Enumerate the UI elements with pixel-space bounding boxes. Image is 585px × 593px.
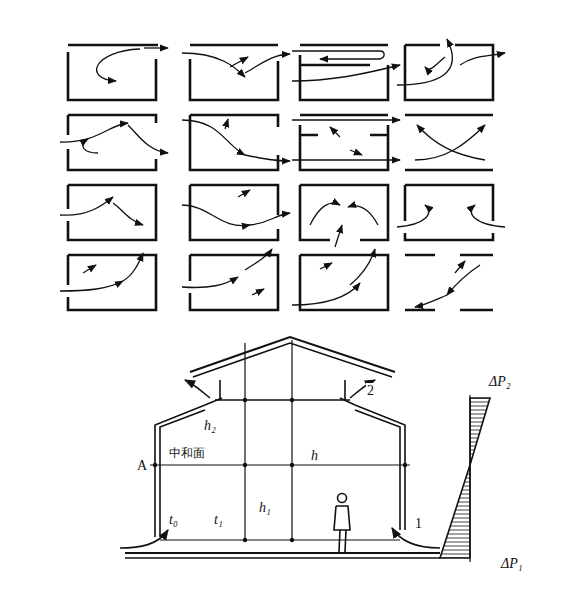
room-wall: [68, 45, 158, 100]
airflow-cell: [182, 185, 290, 240]
airflow-arrow: [250, 213, 290, 225]
airflow-arrow: [97, 49, 140, 81]
room-wall: [300, 45, 388, 100]
symbol-label: 1: [414, 516, 423, 531]
symbol-label: t₁: [213, 512, 224, 527]
room-wall: [405, 45, 493, 100]
room-wall: [405, 185, 493, 240]
airflow-arrow: [292, 159, 400, 160]
airflow-arrow: [425, 57, 445, 69]
airflow-arrow: [144, 47, 168, 48]
airflow-arrow: [348, 206, 378, 225]
room-wall: [405, 115, 493, 170]
plane-label: 中和面: [168, 447, 206, 460]
airflow-arrow: [245, 54, 290, 73]
airflow-cell: [397, 185, 505, 240]
airflow-cell: [292, 249, 388, 310]
symbol-label: A: [136, 458, 148, 473]
building-section: [120, 337, 490, 562]
airflow-arrow: [182, 277, 238, 288]
airflow-arrow: [455, 261, 465, 273]
airflow-arrow: [417, 125, 485, 160]
symbol-label: h: [310, 448, 319, 463]
airflow-cell: [300, 185, 388, 247]
airflow-arrow: [60, 281, 123, 291]
airflow-arrow: [113, 203, 143, 225]
airflow-cell: [405, 255, 493, 310]
airflow-arrow: [415, 125, 485, 160]
airflow-arrow: [397, 205, 429, 227]
airflow-arrow: [330, 127, 340, 137]
room-wall: [405, 255, 493, 310]
airflow-arrow: [415, 295, 447, 307]
airflow-arrow: [292, 51, 384, 59]
room-wall: [68, 115, 156, 170]
airflow-cell: [60, 115, 168, 170]
airflow-arrow: [245, 155, 290, 161]
airflow-arrow: [310, 203, 340, 225]
room-wall: [300, 255, 388, 310]
airflow-arrow: [292, 65, 400, 81]
airflow-cell: [182, 115, 290, 170]
airflow-arrow: [447, 265, 480, 295]
room-wall: [68, 185, 156, 240]
airflow-arrow: [128, 125, 168, 153]
room-wall: [190, 45, 278, 100]
airflow-arrow: [350, 249, 375, 285]
airflow-cell: [397, 39, 505, 100]
airflow-arrow: [123, 253, 143, 281]
airflow-arrow: [252, 289, 264, 295]
airflow-patterns: [60, 39, 505, 310]
airflow-cell: [60, 185, 156, 240]
airflow-arrow: [182, 53, 245, 77]
airflow-cell: [182, 249, 278, 310]
airflow-cell: [292, 45, 400, 100]
airflow-arrow: [83, 265, 96, 273]
airflow-arrow: [471, 205, 505, 227]
symbol-label: ΔP₂: [488, 374, 512, 389]
room-wall: [300, 115, 388, 170]
symbol-label: h₁: [258, 500, 272, 515]
airflow-cell: [182, 45, 290, 100]
airflow-arrow: [335, 225, 342, 247]
airflow-arrow: [350, 150, 362, 155]
airflow-cell: [68, 45, 168, 100]
airflow-cell: [292, 115, 400, 170]
airflow-arrow: [320, 263, 332, 269]
room-wall: [300, 185, 388, 240]
airflow-arrow: [238, 190, 250, 197]
airflow-arrow: [230, 57, 248, 67]
symbol-label: 2: [366, 383, 375, 398]
airflow-arrow: [460, 53, 505, 65]
symbol-label: ΔP₁: [500, 556, 524, 571]
airflow-arrow: [397, 39, 452, 85]
airflow-arrow: [182, 120, 245, 155]
airflow-arrow: [245, 249, 272, 270]
room-wall: [190, 185, 278, 240]
symbol-label: t₀: [168, 512, 179, 527]
room-wall: [190, 255, 278, 310]
airflow-arrow: [225, 119, 228, 129]
airflow-arrow: [292, 119, 400, 120]
airflow-arrow: [60, 197, 113, 215]
airflow-cell: [60, 253, 156, 310]
airflow-arrow: [83, 139, 98, 153]
airflow-arrow: [292, 283, 360, 305]
symbol-label: h₂: [203, 418, 217, 433]
airflow-arrow: [182, 205, 250, 226]
airflow-cell: [405, 115, 493, 170]
airflow-arrow: [60, 123, 128, 142]
room-wall: [68, 255, 156, 310]
